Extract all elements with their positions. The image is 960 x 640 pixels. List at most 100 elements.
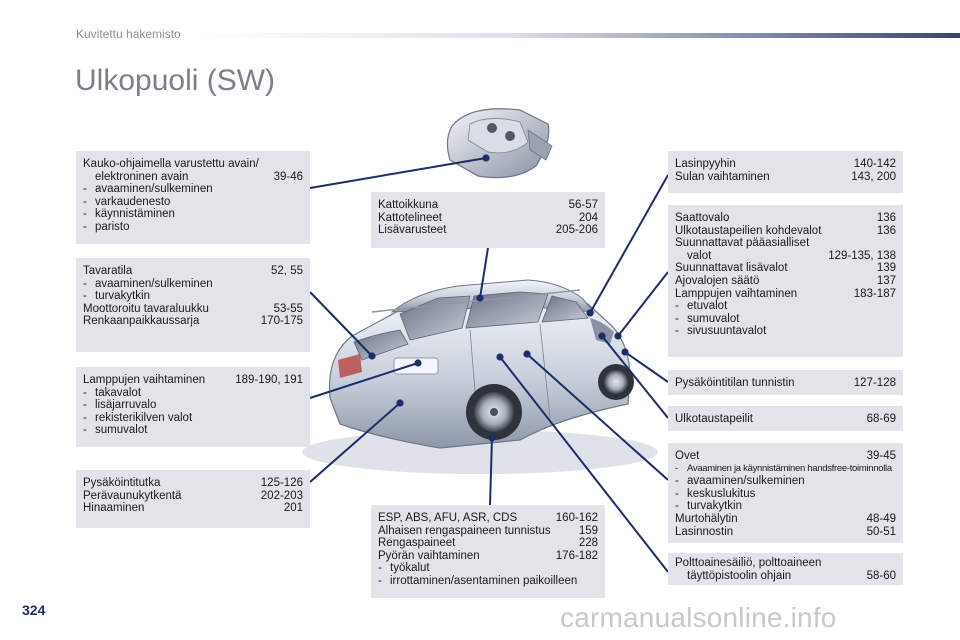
guide-lighting-label: Saattovalo [675, 212, 730, 224]
list-item: avaaminen/sulkeminen [95, 277, 213, 290]
mirrors-pages: 68-69 [866, 413, 896, 425]
blade-change-label: Sulan vaihtaminen [675, 170, 770, 183]
sunroof-label: Kattoikkuna [378, 199, 439, 211]
roof-bars-pages: 204 [578, 211, 598, 224]
mirrors-box: Ulkotaustapeilit 68-69 [668, 406, 903, 431]
trunk-pages: 52, 55 [271, 265, 303, 277]
esp-pages: 160-162 [555, 512, 598, 524]
wiper-box: Lasinpyyhin 140-142 Sulan vaihtaminen 143,… [668, 151, 903, 193]
towbar-pages: 202-203 [260, 489, 303, 502]
power-tailgate-label: Moottoroitu tavaraluukku [83, 302, 209, 315]
park-sensor-label: Pysäköintitilan tunnistin [675, 377, 795, 389]
repair-kit-label: Renkaanpaikkaussarja [83, 315, 200, 328]
watermark: carmanualsonline.info [560, 602, 837, 633]
parking-box: Pysäköintitutka 125-126 Perävaunukytkentä… [76, 470, 310, 528]
alarm-label: Murtohälytin [675, 512, 738, 525]
page-number: 324 [22, 602, 46, 618]
sunroof-pages: 56-57 [568, 199, 598, 211]
window-lift-pages: 50-51 [866, 525, 896, 538]
list-item: paristo [95, 220, 130, 233]
list-item: avaaminen/sulkeminen [95, 183, 213, 196]
guide-lighting-pages: 136 [876, 212, 896, 224]
directional-main-label: Suunnattavat pääasialliset [675, 237, 810, 250]
towing-pages: 201 [283, 502, 303, 515]
callout-dots [368, 154, 629, 442]
fuel-pages: 58-60 [866, 569, 896, 582]
car-body [302, 279, 658, 474]
key-title: Kauko-ohjaimella varustettu avain/ [83, 158, 259, 170]
roof-box: Kattoikkuna 56-57 Kattotelineet 204 Lisäva… [371, 192, 605, 248]
directional-aux-label: Suunnattavat lisävalot [675, 262, 788, 275]
mirrors-label: Ulkotaustapeilit [675, 413, 753, 425]
blade-change-pages: 143, 200 [851, 170, 896, 183]
page-title: Ulkopuoli (SW) [75, 64, 276, 97]
list-item: turvakytkin [95, 290, 150, 303]
key-subtitle: elektroninen avain [95, 170, 189, 183]
esp-label: ESP, ABS, AFU, ASR, CDS [378, 512, 518, 524]
list-item: lisäjarruvalo [95, 399, 157, 412]
list-item: työkalut [390, 562, 430, 575]
accessories-label: Lisävarusteet [378, 224, 447, 237]
mirror-spot-pages: 136 [876, 224, 896, 237]
wheel-change-label: Pyörän vaihtaminen [378, 549, 480, 562]
callout-lines [309, 157, 669, 573]
park-sensor-box: Pysäköintitilan tunnistin 127-128 [668, 370, 903, 395]
directional-aux-pages: 139 [876, 262, 896, 275]
list-item: keskuslukitus [687, 487, 756, 500]
doors-pages: 39-45 [866, 450, 896, 462]
parking-radar-pages: 125-126 [260, 477, 303, 489]
tyre-pressure-detect-label: Alhaisen rengaspaineen tunnistus [378, 524, 551, 537]
list-item: sumuvalot [95, 424, 148, 437]
front-lamp-change-label: Lamppujen vaihtaminen [675, 287, 798, 300]
list-item: Avaaminen ja käynnistäminen handsfree-to… [687, 462, 892, 474]
window-lift-label: Lasinnostin [675, 525, 734, 538]
wheels-box: ESP, ABS, AFU, ASR, CDS 160-162 Alhaisen … [371, 505, 605, 598]
tyre-pressure-detect-pages: 159 [578, 524, 598, 537]
doors-label: Ovet [675, 450, 700, 462]
list-item: käynnistäminen [95, 208, 175, 221]
list-item: sumuvalot [687, 312, 740, 325]
section-header: Kuvitettu hakemisto [76, 27, 181, 41]
fuel-nozzle-label: täyttöpistoolin ohjain [687, 569, 792, 582]
tyre-pressures-label: Rengaspaineet [378, 537, 456, 550]
parking-radar-label: Pysäköintitutka [83, 477, 161, 489]
headlamp-adjust-pages: 137 [876, 274, 896, 287]
wheel-change-pages: 176-182 [555, 549, 598, 562]
mirror-spot-label: Ulkotaustapeilien kohdevalot [675, 224, 822, 237]
key-fob [436, 100, 564, 186]
header-bar [200, 33, 960, 38]
list-item: avaaminen/sulkeminen [687, 475, 805, 488]
fuel-box: Polttoainesäiliö, polttoaineen täyttöpis… [668, 553, 903, 585]
list-item: sivusuuntavalot [687, 325, 767, 338]
tyre-pressures-pages: 228 [578, 537, 598, 550]
repair-kit-pages: 170-175 [260, 315, 303, 328]
rear-lamps-pages: 189-190, 191 [235, 374, 303, 386]
trunk-title: Tavaratila [83, 265, 133, 277]
lights-box: Saattovalo 136 Ulkotaustapeilien kohdeval… [668, 205, 903, 357]
list-item: rekisterikilven valot [95, 411, 193, 424]
directional-main-label-cont: valot [687, 249, 712, 262]
list-item: takavalot [95, 386, 142, 399]
park-sensor-pages: 127-128 [853, 377, 896, 389]
front-lamp-change-pages: 183-187 [853, 287, 896, 300]
wiper-pages: 140-142 [853, 158, 896, 170]
towing-label: Hinaaminen [83, 502, 145, 515]
key-info-box: Kauko-ohjaimella varustettu avain/ elekt… [76, 151, 310, 244]
alarm-pages: 48-49 [866, 512, 896, 525]
roof-bars-label: Kattotelineet [378, 211, 442, 224]
wiper-label: Lasinpyyhin [675, 158, 736, 170]
fuel-tank-label: Polttoainesäiliö, polttoaineen [675, 557, 822, 569]
list-item: etuvalot [687, 300, 728, 313]
list-item: irrottaminen/asentaminen paikoilleen [390, 574, 578, 587]
headlamp-adjust-label: Ajovalojen säätö [675, 274, 760, 287]
towbar-label: Perävaunukytkentä [83, 489, 182, 502]
directional-main-pages: 129-135, 138 [828, 249, 896, 262]
power-tailgate-pages: 53-55 [273, 302, 303, 315]
list-item: turvakytkin [687, 500, 742, 513]
accessories-pages: 205-206 [555, 224, 598, 237]
rear-lamps-title: Lamppujen vaihtaminen [83, 374, 206, 386]
